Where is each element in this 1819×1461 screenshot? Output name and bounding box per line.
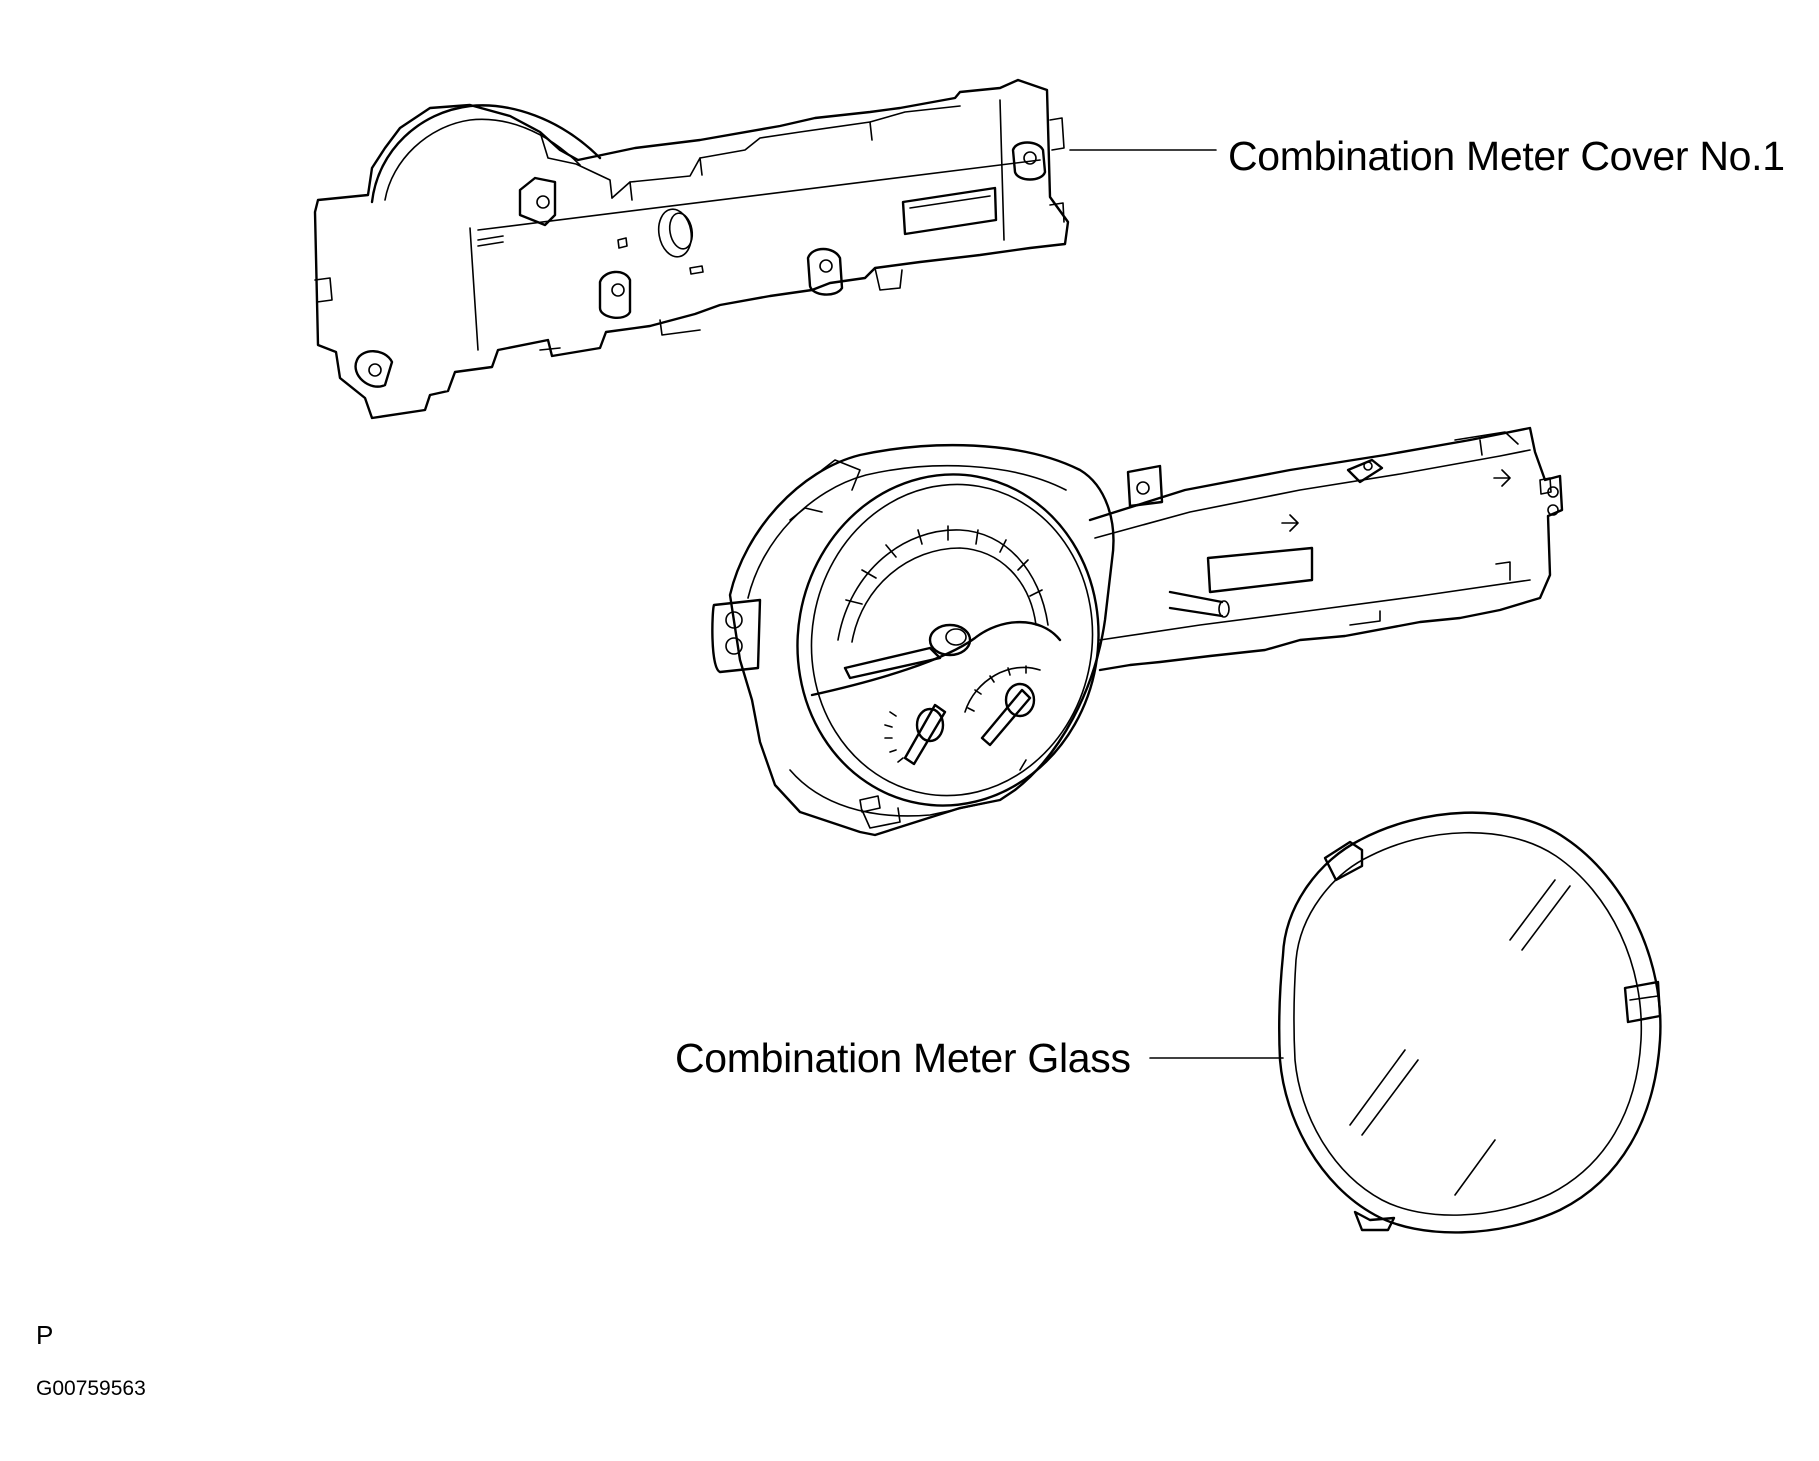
callout-label-cover: Combination Meter Cover No.1 bbox=[1228, 133, 1785, 179]
combination-meter-assembly-drawing bbox=[711, 426, 1564, 837]
figure-id: G00759563 bbox=[36, 1377, 146, 1400]
combination-meter-glass-drawing bbox=[1277, 811, 1662, 1234]
combination-meter-cover-drawing bbox=[313, 78, 1070, 420]
section-letter: P bbox=[36, 1320, 54, 1350]
callout-label-glass: Combination Meter Glass bbox=[675, 1035, 1131, 1081]
